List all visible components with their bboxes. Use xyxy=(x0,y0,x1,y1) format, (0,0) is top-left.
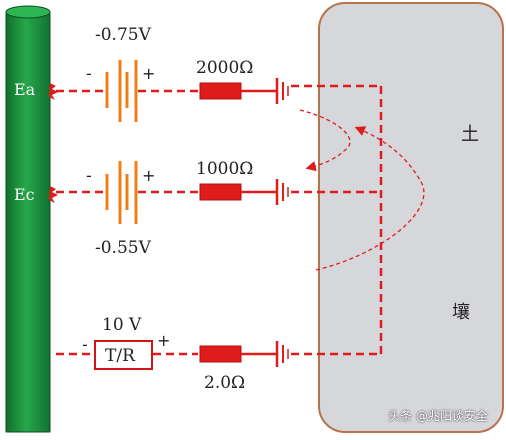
soil-label-char1: 土 xyxy=(461,124,479,145)
circuit-bottom xyxy=(56,86,383,370)
pipe-top-cap xyxy=(5,5,51,19)
current-flow-arrow-upper xyxy=(299,109,351,172)
rectifier-voltage: 10 V xyxy=(102,315,142,335)
resistor-top-value: 2000Ω xyxy=(196,58,253,78)
corrosion-spot-ec xyxy=(49,186,58,203)
rectifier-label: T/R xyxy=(105,346,136,366)
current-flow-arrow-lower xyxy=(315,126,425,271)
battery-middle-minus: - xyxy=(86,166,92,185)
rectifier-box xyxy=(94,340,153,370)
rectifier-plus: + xyxy=(157,331,170,350)
pipe-label-ea: Ea xyxy=(14,80,36,99)
resistor-middle xyxy=(199,183,242,201)
rectifier-minus: - xyxy=(82,335,88,354)
circuit-top xyxy=(56,60,381,122)
watermark: 头条 @兆阳谈安全 xyxy=(388,409,488,423)
soil-label-char2: 壤 xyxy=(452,302,470,323)
resistor-bottom xyxy=(199,345,242,363)
battery-top-minus: - xyxy=(86,64,92,83)
resistor-top xyxy=(199,82,242,100)
circuit-middle xyxy=(56,161,381,224)
pipe-body xyxy=(5,11,51,433)
soil-region xyxy=(318,2,504,433)
resistor-middle-value: 1000Ω xyxy=(196,159,253,179)
battery-middle-plus: + xyxy=(142,166,155,185)
battery-bottom-voltage: -0.55V xyxy=(95,238,152,258)
resistor-bottom-value: 2.0Ω xyxy=(204,373,245,393)
pipe-label-ec: Ec xyxy=(14,185,35,204)
battery-top-plus: + xyxy=(142,64,155,83)
corrosion-spot-ea xyxy=(49,83,58,100)
battery-top-voltage: -0.75V xyxy=(95,25,152,45)
